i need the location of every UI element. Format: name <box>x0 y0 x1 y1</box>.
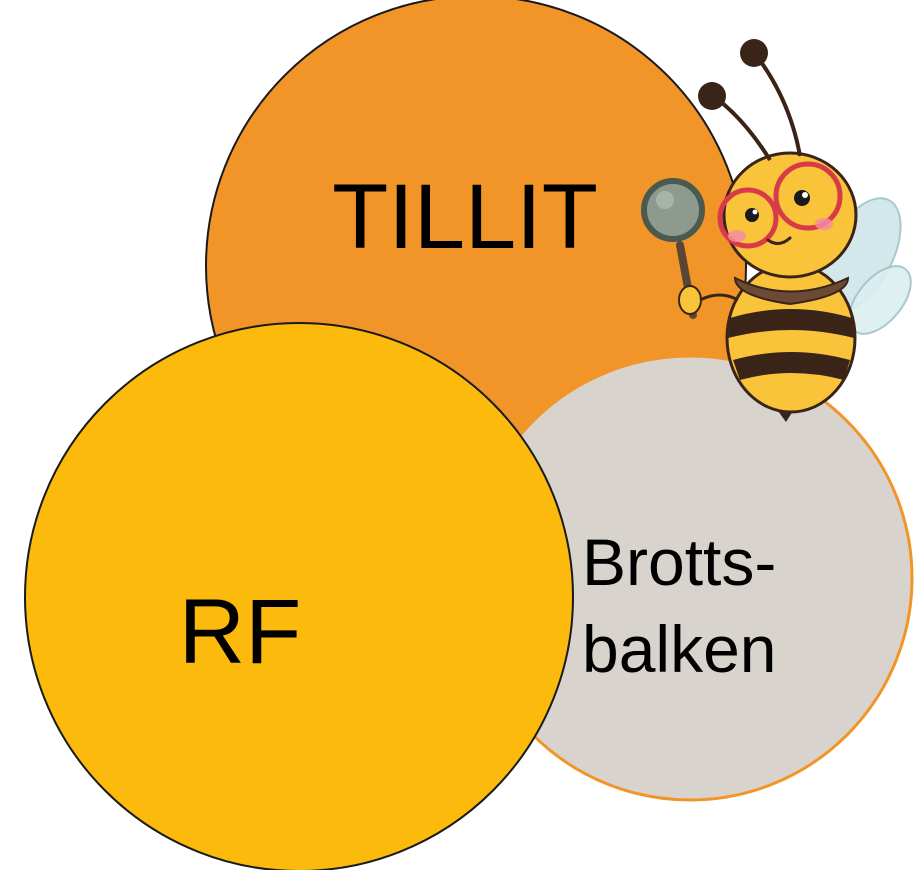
bee-with-magnifying-glass-icon <box>641 39 912 422</box>
tillit-label: TILLIT <box>332 166 598 268</box>
brottsbalken-label-line2: balken <box>582 612 777 686</box>
rf-label: RF <box>179 581 302 683</box>
rf-circle <box>24 322 574 870</box>
brottsbalken-label-line1: Brotts- <box>582 525 776 599</box>
